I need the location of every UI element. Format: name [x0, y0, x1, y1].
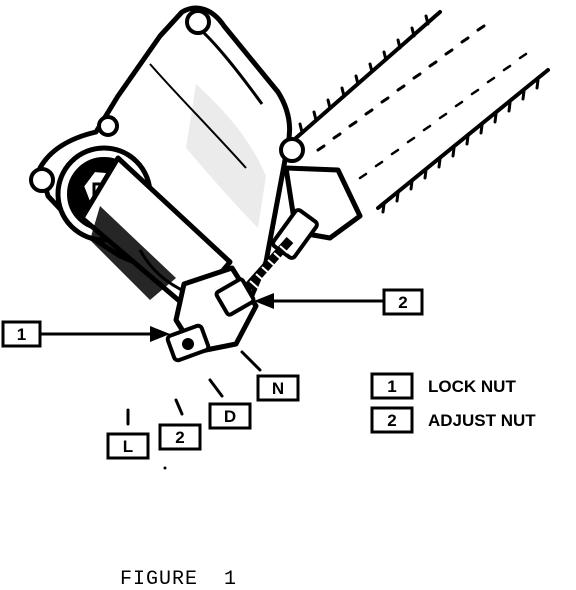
position-label-d: D — [208, 402, 252, 430]
position-label-2: 2 — [158, 423, 202, 451]
reference-dot — [163, 466, 167, 470]
callout-1-label: 1 — [17, 325, 26, 344]
tick-n — [240, 350, 262, 372]
position-ticks — [126, 350, 262, 426]
shaft-lower-edge — [376, 68, 550, 210]
mount-boss-mid — [97, 115, 119, 137]
callout-1: 1 — [1, 320, 170, 348]
lever-shade-left — [90, 206, 176, 300]
rod-threads — [249, 245, 289, 289]
legend-item-2-num: 2 — [387, 411, 396, 430]
housing-rib-mid — [149, 63, 247, 169]
shaft-inner-teeth — [316, 24, 486, 152]
legend-item-1: 1 LOCK NUT — [370, 372, 516, 400]
shaft-lower-teeth — [381, 78, 540, 214]
mount-boss-right — [279, 137, 305, 163]
shaft-upper-teeth — [298, 14, 430, 134]
mount-boss-top — [185, 9, 211, 35]
position-label-n: N — [256, 374, 300, 402]
tick-2 — [174, 398, 184, 416]
callout-2-arrowhead — [254, 293, 274, 309]
legend: 1 LOCK NUT 2 ADJUST NUT — [370, 372, 536, 434]
adjust-nut — [214, 277, 256, 317]
legend-item-1-num: 1 — [387, 377, 396, 396]
position-label-l: L — [106, 432, 150, 460]
callout-1-arrowhead — [150, 326, 170, 342]
callout-2: 2 — [254, 288, 424, 316]
housing-face-shade — [186, 84, 266, 228]
position-d-text: D — [224, 407, 236, 426]
lock-nut-face — [182, 338, 194, 350]
mount-boss-left — [29, 167, 55, 193]
position-2-text: 2 — [175, 428, 184, 447]
nut-cluster — [165, 265, 259, 363]
position-n-text: N — [272, 379, 284, 398]
tick-d — [208, 378, 224, 398]
figure-caption: FIGURE 1 — [120, 568, 237, 590]
legend-item-2: 2 ADJUST NUT — [370, 406, 536, 434]
serrated-shaft — [294, 10, 550, 214]
position-l-text: L — [123, 437, 133, 456]
callout-2-box — [382, 288, 424, 316]
shaft-upper-edge — [294, 10, 442, 140]
legend-item-2-text: ADJUST NUT — [428, 411, 536, 430]
shaft-inner-teeth-2 — [358, 52, 528, 180]
lever-highlight — [130, 204, 192, 264]
callout-2-label: 2 — [398, 293, 407, 312]
lever-edge — [138, 249, 187, 294]
legend-item-1-text: LOCK NUT — [428, 377, 516, 396]
